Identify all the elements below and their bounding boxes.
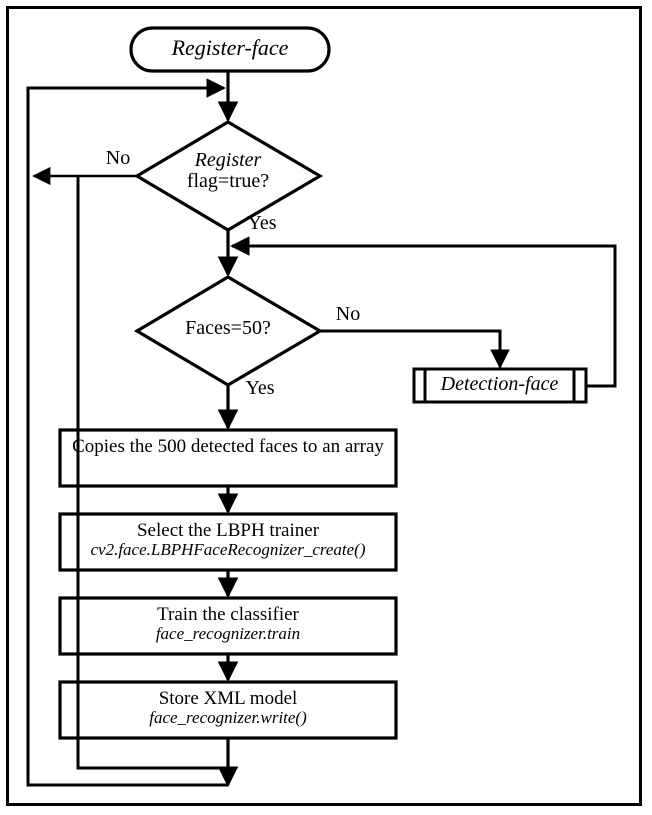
process-copy-label: Copies the 500 detected faces to an arra… [64,436,392,457]
process-copy-line2: an array [322,436,384,457]
process-select-code: cv2.face.LBPHFaceRecognizer_create() [90,540,366,560]
process-copy-line1: Copies the 500 detected faces to [72,436,318,457]
decision-register-label-line1: Register [194,149,262,171]
edge-label-register-no: No [105,147,131,169]
process-store-code: face_recognizer.write() [149,708,307,728]
decision-register-label-line2: flag=true? [186,170,270,193]
diagram-border [6,6,642,806]
edge-label-faces-no: No [335,303,361,325]
start-terminator-shape [129,26,331,73]
process-store-line1: Store XML model [158,688,298,709]
process-train-label: Train the classifier face_recognizer.tra… [64,604,392,644]
decision-faces-label: Faces=50? [185,317,271,339]
process-select-line1: Select the LBPH trainer [136,520,320,541]
edge-outer-return-bus [26,78,228,787]
subroutine-detection-shape [412,367,588,404]
start-terminator-label: Register-face [171,35,289,60]
process-store-label: Store XML model face_recognizer.write() [64,688,392,728]
process-select-label: Select the LBPH trainer cv2.face.LBPHFac… [64,520,392,560]
process-copy-shape [58,428,398,488]
edge-faces-no-to-detection [320,329,510,369]
edge-detection-loop-back [230,236,617,388]
subroutine-detection-label: Detection-face [440,373,559,395]
edge-label-faces-yes: Yes [245,377,275,399]
process-train-shape [58,596,398,656]
edge-inner-return-riser [76,176,228,770]
process-store-shape [58,680,398,740]
edge-label-register-yes: Yes [247,212,277,234]
process-train-code: face_recognizer.train [155,624,301,644]
decision-register-label: Register flag=true? [148,149,308,193]
process-train-line1: Train the classifier [157,604,299,625]
